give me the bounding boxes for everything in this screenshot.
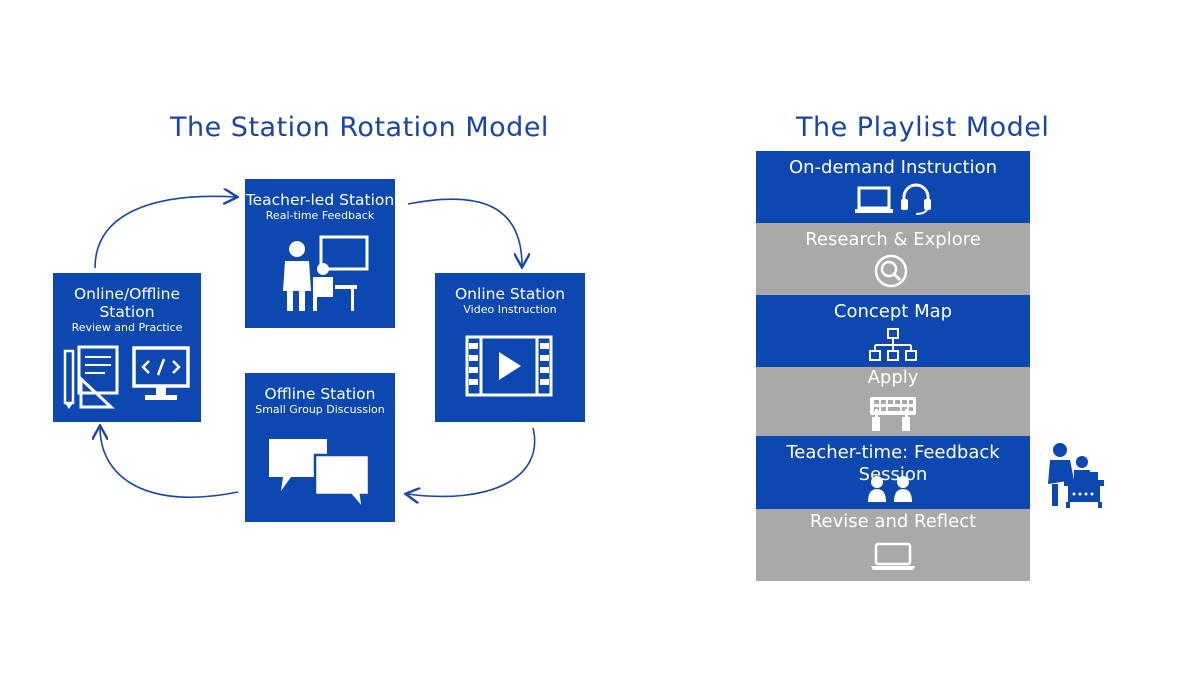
band-label: On-demand Instruction — [788, 157, 998, 178]
station-name: Offline Station — [264, 385, 376, 403]
chat-bubbles-icon — [269, 439, 371, 514]
playlist-stack: On-demand Instruction Research & Explore… — [756, 151, 1030, 581]
playlist-band-on-demand: On-demand Instruction — [756, 151, 1030, 223]
keyboard-typing-icon — [870, 397, 916, 431]
laptop-icon — [855, 186, 893, 213]
worksheet-ruler-icon — [63, 345, 119, 409]
station-name: Online/Offline Station — [73, 285, 181, 321]
station-subtitle: Real-time Feedback — [265, 209, 375, 222]
arrow-to-offline — [407, 427, 536, 496]
hierarchy-icon — [869, 328, 917, 361]
magnifier-icon — [874, 254, 908, 288]
playlist-band-revise: Revise and Reflect — [756, 509, 1030, 581]
headset-icon — [901, 183, 931, 215]
playlist-title: The Playlist Model — [796, 112, 1050, 143]
station-subtitle: Small Group Discussion — [255, 403, 385, 416]
code-monitor-icon — [132, 346, 190, 400]
band-label: Research & Explore — [805, 229, 981, 250]
playlist-band-concept-map: Concept Map — [756, 295, 1030, 367]
station-name: Online Station — [454, 285, 566, 303]
band-label: Teacher-time: Feedback Session — [786, 442, 1000, 485]
teacher-board-icon — [283, 235, 369, 311]
playlist-band-research: Research & Explore — [756, 223, 1030, 295]
playlist-band-apply: Apply — [756, 367, 1030, 436]
station-rotation-title: The Station Rotation Model — [170, 112, 549, 143]
band-label: Revise and Reflect — [809, 511, 977, 532]
two-people-icon — [868, 476, 912, 502]
band-label: Concept Map — [833, 301, 953, 322]
station-subtitle: Video Instruction — [463, 303, 557, 316]
video-film-icon — [465, 335, 553, 397]
band-label: Apply — [867, 367, 919, 388]
station-online: Online Station Video Instruction — [435, 273, 585, 422]
laptop-icon — [871, 542, 915, 570]
station-teacher-led: Teacher-led Station Real-time Feedback — [245, 179, 395, 328]
arrow-to-online — [407, 198, 522, 266]
teacher-desk-icon — [1048, 443, 1104, 508]
playlist-band-teacher-time: Teacher-time: Feedback Session — [756, 436, 1030, 509]
station-name: Teacher-led Station — [245, 191, 395, 209]
station-offline: Offline Station Small Group Discussion — [245, 373, 395, 522]
station-subtitle: Review and Practice — [71, 321, 183, 334]
arrow-to-online-offline — [100, 427, 239, 499]
station-online-offline: Online/Offline Station Review and Practi… — [53, 273, 201, 422]
arrow-to-teacher-led — [94, 196, 236, 269]
